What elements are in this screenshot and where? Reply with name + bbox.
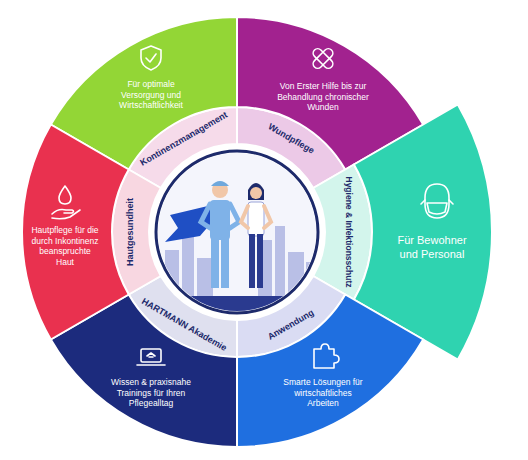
sector-outline (22, 125, 129, 340)
sector-outline (237, 295, 423, 448)
ring-sector (235, 292, 426, 449)
category-label: Hygiene & Infektionsschutz (345, 177, 354, 288)
segment-description: Wissen & praxisnahe Trainings für Ihren … (106, 377, 196, 409)
hand-drop-icon (52, 186, 80, 219)
segment-panel: Smarte Lösungen für wirtschaftliches Arb… (235, 292, 426, 449)
segment-description: Hautpflege für die durch Inkontinenz bea… (31, 225, 99, 268)
mask-icon (421, 184, 453, 218)
hero-figures (165, 181, 271, 288)
laptop-icon (137, 349, 165, 365)
segment-description: Smarte Lösungen für wirtschaftliches Arb… (279, 377, 367, 409)
city-skyline (150, 150, 330, 326)
puzzle-icon (314, 344, 339, 368)
segment-description: Von Erster Hilfe bis zur Behandlung chro… (277, 81, 369, 113)
segment-description: Für optimale Versorgung und Wirtschaftli… (105, 79, 197, 111)
plaster-icon (311, 47, 334, 70)
category-label: Hautgesundheit (126, 198, 135, 266)
segment-panel: Hautpflege für die durch Inkontinenz bea… (20, 122, 131, 342)
shield-icon (141, 46, 161, 70)
segment-description: Für Bewohner und Personal (397, 234, 467, 262)
